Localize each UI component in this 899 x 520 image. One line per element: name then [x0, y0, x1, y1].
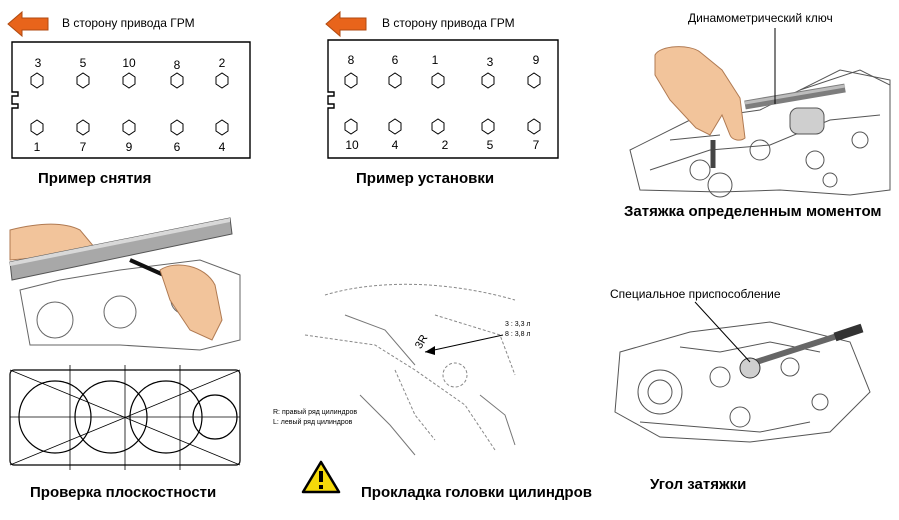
gasket-marking-illustration — [304, 283, 516, 456]
angle-caption: Угол затяжки — [650, 476, 747, 493]
bolt-holes-top — [344, 72, 541, 89]
bolt-holes-bottom — [344, 118, 541, 135]
bolt-holes-top — [30, 72, 229, 89]
head-gasket-diagram — [9, 365, 241, 470]
install-bolt-number: 3 — [486, 55, 494, 69]
removal-bolt-number: 2 — [218, 56, 226, 70]
arrow-left-icon — [325, 10, 367, 38]
torque-panel: Динамометрический ключ Затяжка определен… — [600, 0, 899, 230]
removal-bolt-number: 4 — [218, 140, 226, 154]
removal-bolt-number: 5 — [79, 56, 87, 70]
right-hand-shape — [159, 264, 223, 341]
removal-bolt-number: 8 — [173, 58, 181, 72]
removal-bolt-number: 1 — [33, 140, 41, 154]
install-bolt-number: 7 — [532, 138, 540, 152]
install-bolt-number: 6 — [391, 53, 399, 67]
install-direction-label: В сторону привода ГРМ — [382, 16, 515, 30]
bolt-holes-bottom — [30, 119, 229, 136]
removal-caption: Пример снятия — [38, 170, 152, 187]
install-head-diagram — [325, 10, 559, 159]
install-caption: Пример установки — [356, 170, 495, 187]
torque-tool-label: Динамометрический ключ — [688, 11, 833, 25]
gasket-legend-right: R: правый ряд цилиндров — [273, 409, 358, 416]
hand-shape — [654, 46, 746, 141]
flatness-caption: Проверка плоскостности — [30, 484, 217, 501]
install-bolt-number: 5 — [486, 138, 494, 152]
angle-tool-label: Специальное приспособление — [610, 287, 781, 301]
install-bolt-number: 8 — [347, 53, 355, 67]
install-bolt-number: 10 — [345, 138, 359, 152]
install-order-panel: В сторону привода ГРМ 8 6 1 3 9 10 4 2 5… — [318, 0, 568, 195]
removal-direction-label: В сторону привода ГРМ — [62, 16, 195, 30]
torque-wrench-illustration — [629, 28, 891, 198]
gasket-caption: Прокладка головки цилиндров — [361, 484, 592, 501]
removal-bolt-number: 9 — [125, 140, 133, 154]
arrow-left-icon — [7, 10, 49, 38]
mark-leader-line — [424, 334, 504, 353]
flatness-panel: Проверка плоскостности — [0, 200, 260, 510]
removal-bolt-number: 10 — [122, 56, 136, 70]
torque-caption: Затяжка определенным моментом — [624, 203, 882, 220]
removal-bolt-number: 7 — [79, 140, 87, 154]
install-bolt-number: 2 — [441, 138, 449, 152]
gasket-thickness-line-2: 8 : 3,8 л — [505, 331, 531, 338]
cylinder-head-outline — [327, 39, 559, 159]
cylinder-head-outline — [11, 41, 251, 159]
removal-order-panel: В сторону привода ГРМ 3 5 10 8 2 1 7 9 6… — [0, 0, 260, 195]
angle-panel: Специальное приспособление Угол затяжки — [600, 282, 899, 510]
straightedge-illustration — [9, 217, 241, 470]
install-bolt-number: 9 — [532, 53, 540, 67]
gasket-thickness-line-1: 3 : 3,3 л — [505, 321, 531, 328]
gasket-panel: 3R 3 : 3,3 л 8 : 3,8 л R: правый ряд цил… — [265, 275, 605, 510]
removal-head-diagram — [7, 10, 251, 159]
removal-bolt-number: 3 — [34, 56, 42, 70]
install-bolt-number: 1 — [431, 53, 439, 67]
warning-triangle-icon — [301, 460, 341, 494]
install-bolt-number: 4 — [391, 138, 399, 152]
angle-tool-illustration — [614, 301, 871, 443]
removal-bolt-number: 6 — [173, 140, 181, 154]
gasket-legend-left: L: левый ряд цилиндров — [273, 419, 353, 426]
